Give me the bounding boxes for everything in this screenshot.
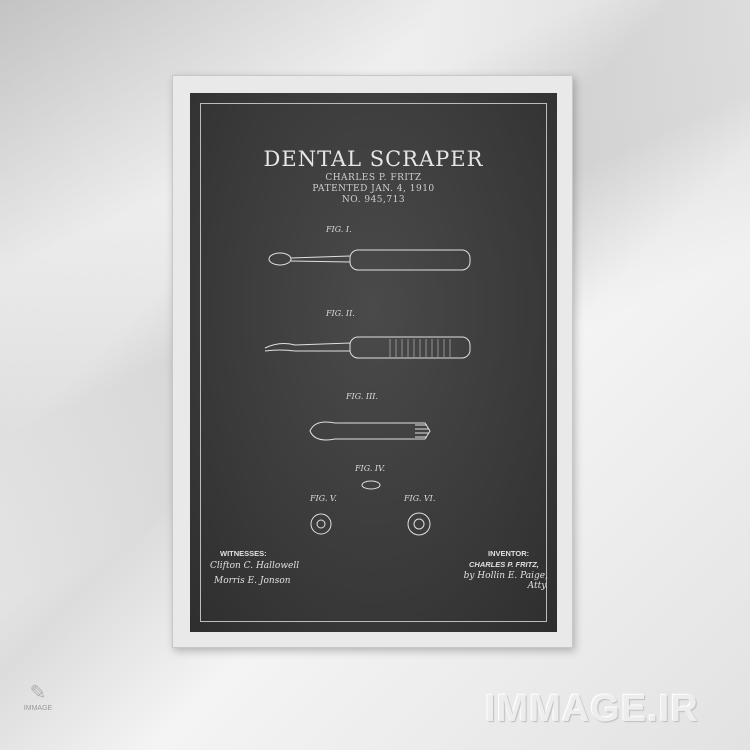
patent-drawings (264, 249, 471, 536)
fig-3-label: FIG. III. (346, 392, 378, 401)
fig-6-label: FIG. VI. (404, 494, 436, 503)
fig-2-label: FIG. II. (326, 309, 355, 318)
patent-date: PATENTED JAN. 4, 1910 (312, 184, 435, 194)
watermark-logo: ✎ IMMAGE (16, 680, 60, 712)
logo-icon: ✎ (29, 682, 47, 704)
logo-text: IMMAGE (23, 705, 53, 712)
witnesses-label: WITNESSES: (220, 549, 267, 558)
inventor-label: INVENTOR: (488, 549, 530, 558)
attorney-signature: by Hollin E. Paige, Atty. (463, 571, 548, 591)
witness-signature-2: Morris E. Jonson (214, 576, 291, 586)
fig-4-label: FIG. IV. (355, 464, 385, 473)
poster-border (200, 103, 547, 622)
patent-poster: DENTAL SCRAPER CHARLES P. FRITZ PATENTED… (190, 93, 557, 632)
witness-signature-1: Clifton C. Hallowell (210, 561, 300, 571)
inventor-name: CHARLES P. FRITZ, (469, 560, 539, 569)
patent-number: NO. 945,713 (341, 195, 406, 205)
fig-5-label: FIG. V. (310, 494, 337, 503)
inventor-line: CHARLES P. FRITZ (325, 173, 422, 183)
poster-title: DENTAL SCRAPER (263, 147, 484, 171)
fig-1-label: FIG. I. (326, 225, 352, 234)
watermark-text: IMMAGE.IR (485, 688, 699, 730)
